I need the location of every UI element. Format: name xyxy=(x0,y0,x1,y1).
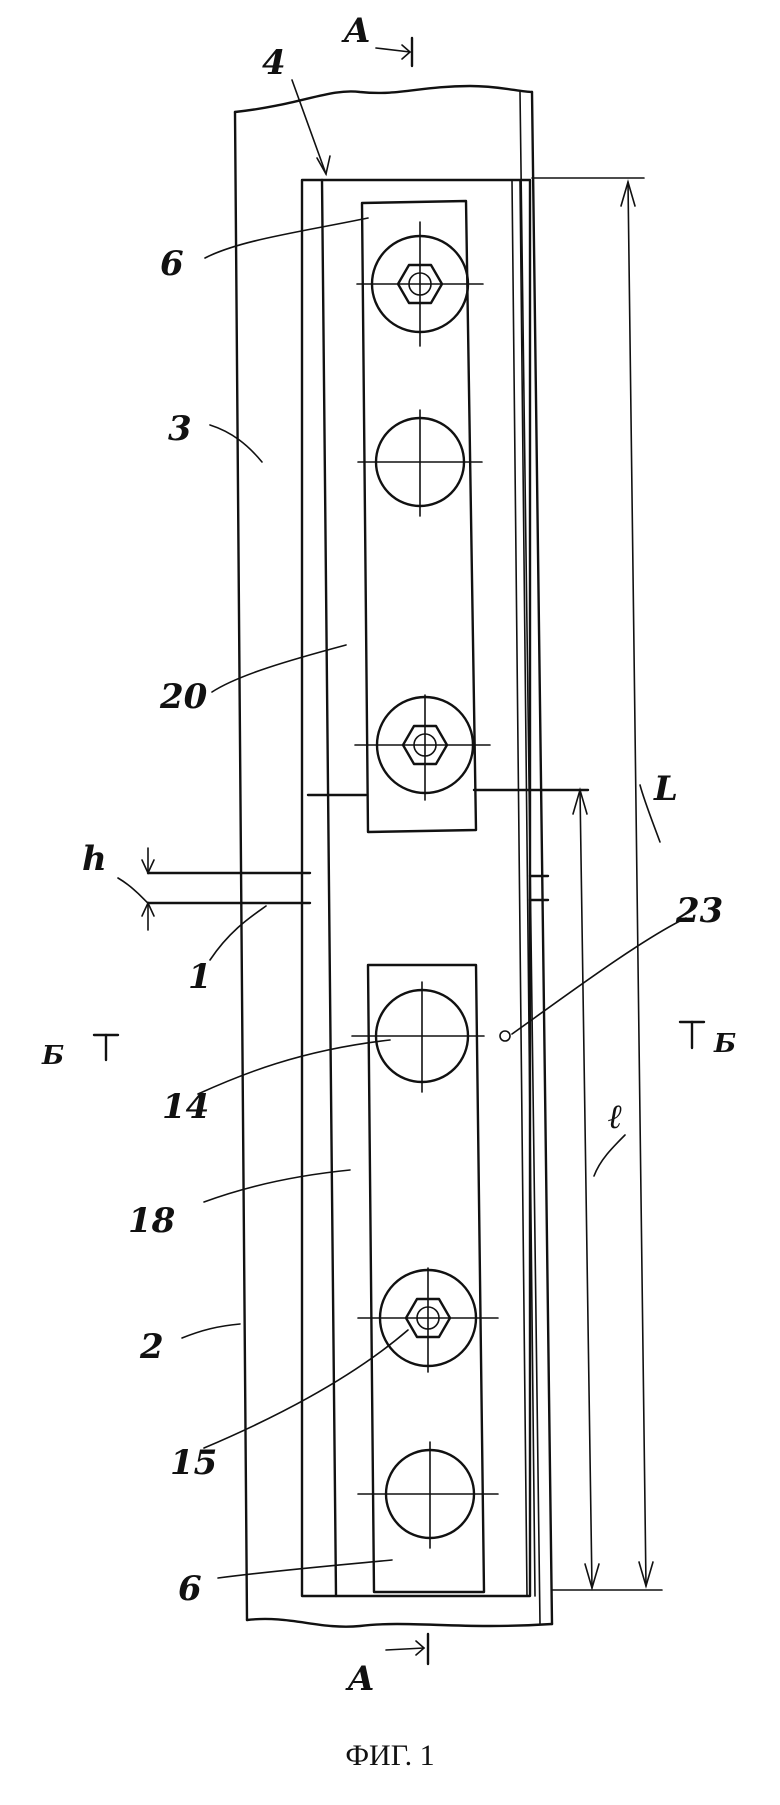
label-23: 23 xyxy=(675,891,723,931)
bolt-lower-1 xyxy=(352,982,484,1092)
rail-joint-gap xyxy=(142,848,548,930)
label-2: 2 xyxy=(139,1327,164,1367)
label-l: ℓ xyxy=(608,1097,623,1137)
label-6-top: 6 xyxy=(160,244,184,284)
lower-plate xyxy=(352,965,510,1592)
point-23 xyxy=(500,1031,510,1041)
upper-plate xyxy=(355,201,490,832)
label-4: 4 xyxy=(262,43,286,83)
bolt-lower-2 xyxy=(358,1268,498,1372)
label-15: 15 xyxy=(170,1443,217,1483)
bolt-upper-1 xyxy=(357,222,483,346)
bolt-upper-3 xyxy=(355,695,490,800)
dimension-l xyxy=(573,790,599,1588)
label-18: 18 xyxy=(128,1201,175,1241)
label-1: 1 xyxy=(188,957,212,997)
label-L: L xyxy=(653,769,678,809)
bolt-lower-3 xyxy=(358,1442,498,1548)
rail-strip xyxy=(235,86,552,1627)
label-a-bottom: A xyxy=(345,1659,374,1699)
label-b-left: Б xyxy=(41,1041,64,1071)
bolt-upper-2 xyxy=(358,410,482,516)
label-6-bottom: 6 xyxy=(178,1569,202,1609)
label-a-top: A xyxy=(341,11,370,51)
label-14: 14 xyxy=(162,1087,209,1127)
label-b-right: Б xyxy=(713,1029,736,1059)
joint-bar xyxy=(302,180,588,1596)
figure-caption: ФИГ. 1 xyxy=(345,1739,434,1772)
label-h: h xyxy=(82,839,107,879)
leader-lines xyxy=(118,80,686,1578)
label-3: 3 xyxy=(168,409,192,449)
label-20: 20 xyxy=(159,677,208,717)
dimension-L xyxy=(532,178,662,1590)
